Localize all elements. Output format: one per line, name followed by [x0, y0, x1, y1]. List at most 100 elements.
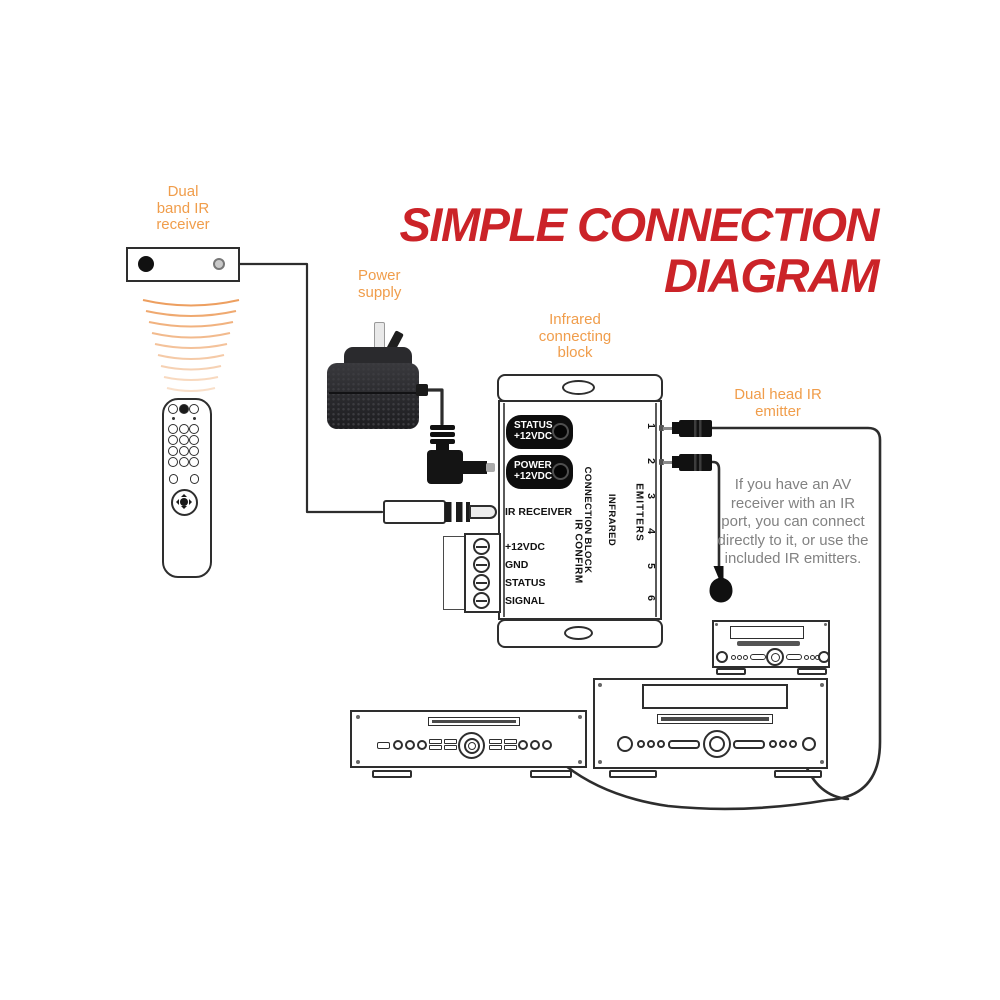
screw-icon — [356, 715, 360, 719]
front-dot — [779, 740, 787, 748]
device-foot — [372, 770, 412, 778]
knob-center — [467, 741, 476, 750]
remote-button — [189, 457, 199, 467]
screw-icon — [356, 760, 360, 764]
label-dual-band-ir-receiver: Dual band IR receiver — [156, 183, 210, 233]
remote-power-button — [178, 404, 189, 414]
dpad-left-icon — [173, 498, 179, 505]
terminal-label: SIGNAL — [505, 595, 545, 607]
terminal-label: +12VDC — [505, 541, 545, 553]
emitters-label: EMITTERS — [633, 483, 645, 542]
front-dot — [518, 740, 528, 750]
remote-button — [179, 424, 189, 434]
plug-ridge — [430, 432, 455, 437]
front-dot — [530, 740, 540, 750]
front-button — [716, 651, 728, 663]
front-dot — [737, 654, 742, 660]
emitter-port-number: 1 — [645, 423, 657, 429]
emitter-port-number: 5 — [645, 563, 657, 569]
plug-prong — [374, 322, 385, 350]
emitter-head-icon — [709, 566, 733, 603]
front-dot — [804, 654, 809, 660]
screw-icon — [598, 760, 602, 764]
remote-button — [189, 435, 199, 445]
page-title: SIMPLE CONNECTION DIAGRAM — [370, 199, 880, 302]
knob-center — [709, 736, 725, 752]
front-button — [802, 737, 816, 751]
front-bar — [489, 738, 502, 744]
status-badge: STATUS +12VDC — [506, 415, 573, 449]
power-led-hole — [552, 463, 569, 480]
av-receiver-note: If you have an AV receiver with an IR po… — [717, 476, 869, 568]
front-slider — [733, 740, 765, 749]
block-rail — [503, 403, 505, 617]
jack-tip — [659, 459, 664, 465]
front-dot — [417, 740, 427, 750]
front-dot — [657, 740, 665, 748]
emitter-port-number: 4 — [645, 528, 657, 534]
display-window — [642, 684, 788, 709]
front-bar — [504, 738, 517, 744]
front-dot — [405, 740, 415, 750]
front-dot — [647, 740, 655, 748]
plug-elbow-body — [427, 450, 463, 484]
label-power-supply: Power supply — [358, 267, 402, 301]
label-infrared-connecting-block: Infrared connecting block — [538, 311, 612, 361]
device-foot — [530, 770, 572, 778]
front-dot — [731, 654, 736, 660]
dpad-right-icon — [188, 498, 195, 505]
ir-sensor-eye — [138, 256, 154, 272]
front-slider — [750, 654, 766, 660]
terminal-screw — [473, 574, 490, 591]
front-button — [617, 736, 633, 752]
remote-button — [179, 435, 189, 445]
front-slider — [786, 654, 802, 660]
front-dot — [743, 654, 748, 660]
remote-button — [179, 457, 189, 467]
plug-neck — [436, 443, 449, 452]
device-foot — [716, 668, 746, 675]
block-rail — [655, 403, 657, 617]
terminal-label: GND — [505, 559, 529, 571]
jog-knob — [458, 732, 485, 759]
jack-body — [383, 500, 446, 524]
title-line2: DIAGRAM — [663, 249, 880, 302]
cable-strain-relief — [416, 384, 428, 396]
disc-slot — [737, 641, 800, 646]
dpad-down-icon — [180, 506, 187, 512]
display-window — [730, 626, 804, 639]
front-slider — [668, 740, 700, 749]
plug-ridge — [430, 425, 455, 430]
screw-icon — [578, 760, 582, 764]
front-bar — [504, 745, 517, 750]
remote-button — [168, 446, 178, 456]
front-dot — [789, 740, 797, 748]
screw-icon — [824, 623, 827, 626]
volume-knob — [703, 730, 731, 758]
front-bar — [489, 745, 502, 750]
front-bar — [429, 745, 442, 750]
jack-rings — [445, 502, 470, 522]
screw-icon — [820, 760, 824, 764]
plug-barrel — [462, 461, 487, 474]
jack-tip — [659, 425, 664, 431]
front-bar — [444, 738, 457, 744]
remote-dot — [171, 416, 175, 420]
remote-button — [168, 424, 178, 434]
jack-sleeve — [672, 422, 679, 434]
ir-confirm-label: IR CONFIRM — [572, 519, 584, 584]
device-foot — [774, 770, 822, 778]
remote-button — [189, 446, 199, 456]
front-dot — [393, 740, 403, 750]
front-dot — [769, 740, 777, 748]
front-button — [818, 651, 830, 663]
ir-receiver-port-label: IR RECEIVER — [505, 506, 573, 518]
remote-dot — [192, 416, 196, 420]
terminal-screw — [473, 556, 490, 573]
adapter-body — [327, 363, 419, 429]
jack-body — [679, 453, 712, 471]
jack-body — [679, 419, 712, 437]
remote-button — [189, 404, 199, 414]
mounting-slot — [564, 626, 593, 640]
